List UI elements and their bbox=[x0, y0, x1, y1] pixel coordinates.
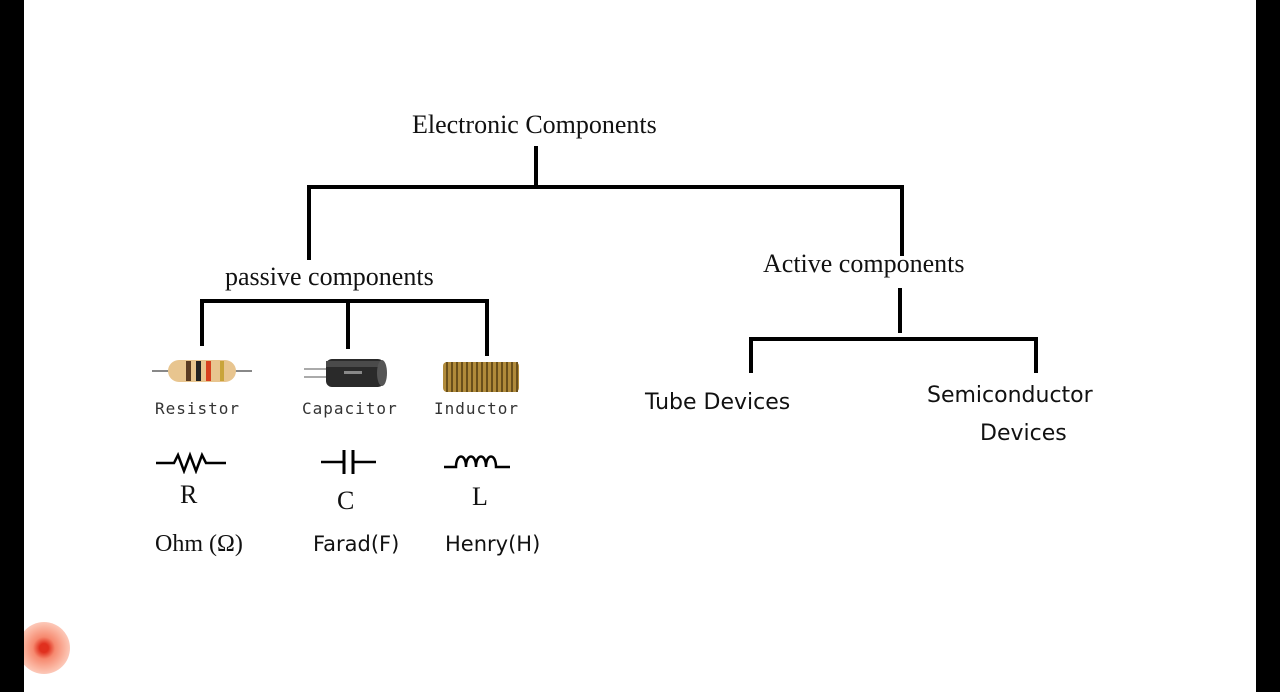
semiconductor-label-line1: Semiconductor bbox=[927, 383, 1093, 408]
resistor-symbol-letter: R bbox=[180, 480, 198, 509]
semiconductor-label-line2: Devices bbox=[980, 421, 1067, 446]
inductor-symbol-icon bbox=[444, 455, 510, 469]
resistor-icon bbox=[152, 360, 252, 382]
inductor-coil-icon bbox=[443, 362, 519, 392]
resistor-symbol-icon bbox=[156, 451, 226, 474]
capacitor-symbol-letter: C bbox=[337, 486, 355, 515]
active-title: Active components bbox=[763, 249, 965, 278]
capacitor-unit: Farad(F) bbox=[313, 532, 400, 556]
root-title: Electronic Components bbox=[412, 110, 657, 139]
diagram-slide: Electronic Components passive components… bbox=[24, 0, 1256, 692]
capacitor-icon bbox=[304, 359, 387, 387]
capacitor-label: Capacitor bbox=[302, 399, 398, 418]
resistor-unit: Ohm (Ω) bbox=[155, 531, 243, 557]
inductor-label: Inductor bbox=[434, 399, 520, 418]
inductor-unit: Henry(H) bbox=[445, 532, 541, 556]
recording-indicator-icon bbox=[24, 622, 70, 674]
capacitor-symbol-icon bbox=[321, 450, 376, 474]
tree-connectors bbox=[200, 146, 1038, 373]
resistor-label: Resistor bbox=[155, 399, 241, 418]
passive-title: passive components bbox=[225, 262, 434, 291]
tube-devices-label: Tube Devices bbox=[645, 390, 791, 415]
inductor-symbol-letter: L bbox=[472, 482, 488, 511]
